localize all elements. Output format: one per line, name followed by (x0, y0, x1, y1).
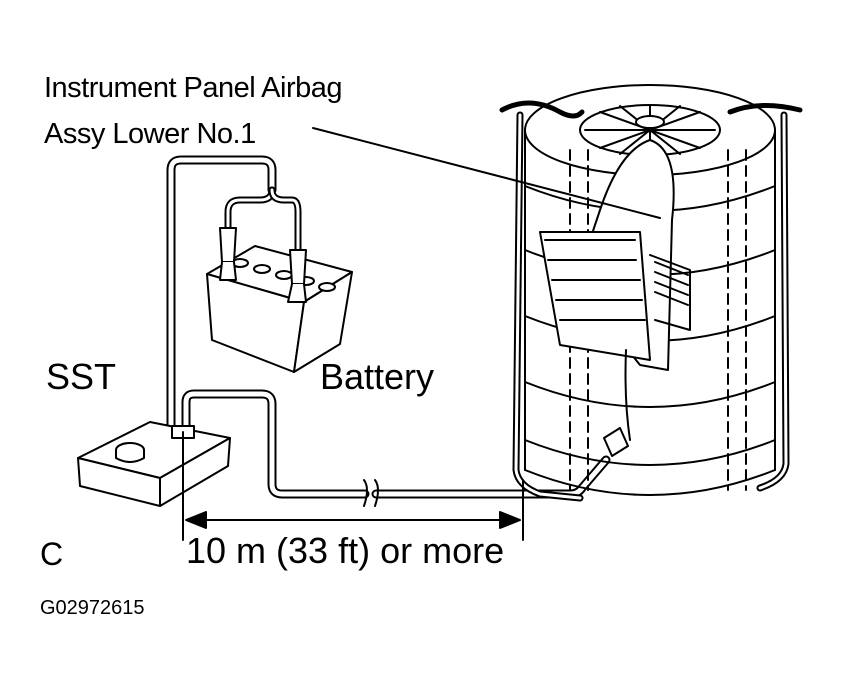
tire-stack-icon (499, 84, 803, 502)
leader-line-icon (312, 127, 661, 219)
view-letter: C (40, 536, 64, 572)
battery-icon (206, 245, 353, 373)
airbag-label-line2: Assy Lower No.1 (44, 118, 256, 150)
clip-lead-icon (219, 227, 307, 303)
sst-device-icon (77, 421, 231, 507)
cable-icon (181, 389, 611, 507)
dimension-arrow-icon (182, 431, 524, 541)
sst-label: SST (46, 356, 117, 397)
battery-label: Battery (320, 356, 435, 397)
figure-code: G02972615 (40, 597, 145, 619)
cable-icon (166, 155, 302, 435)
airbag-label-line1: Instrument Panel Airbag (44, 72, 343, 104)
distance-label: 10 m (33 ft) or more (186, 530, 505, 571)
